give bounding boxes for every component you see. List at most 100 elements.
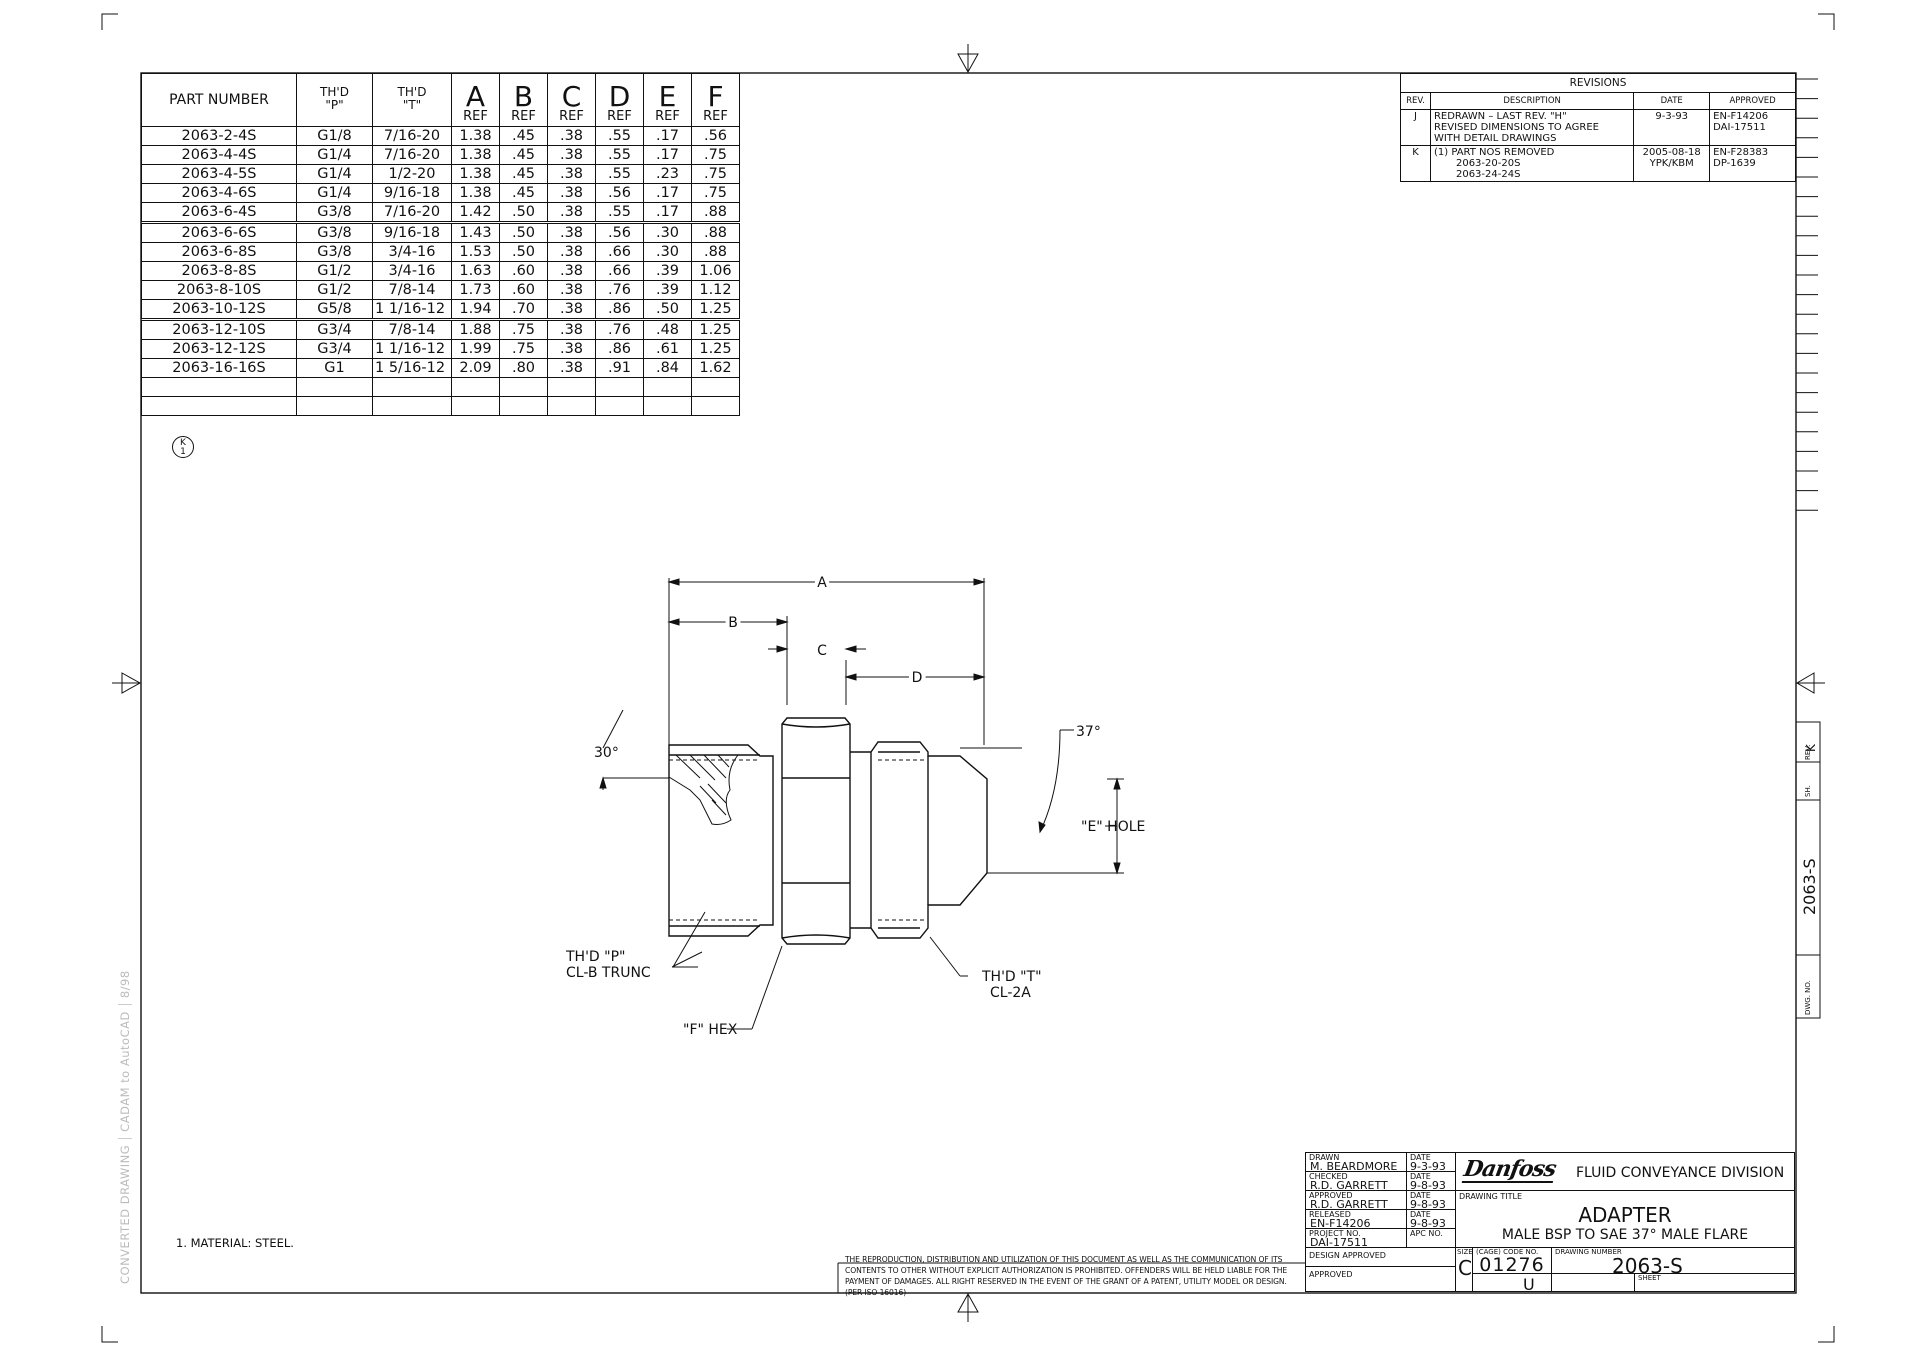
stamp-date: 8/98 [118,970,132,999]
header-thd-p-line1: TH'D [320,85,349,99]
rev-header-date: DATE [1633,92,1711,110]
table-cell: G1/4 [296,145,373,165]
table-cell: .38 [547,261,596,281]
table-cell [643,377,692,397]
table-cell [595,396,644,416]
checked-date-cell: DATE 9-8-93 [1406,1171,1456,1191]
rev-letter: J [1400,109,1431,146]
table-cell: .56 [691,126,740,146]
margin-ticks [1796,78,1818,511]
drawing-number-value: 2063-S [1612,1254,1683,1274]
table-cell: .61 [643,339,692,359]
table-cell: 7/8-14 [372,319,452,340]
table-cell: G1/2 [296,261,373,281]
legal-notice: THE REPRODUCTION, DISTRIBUTION AND UTILI… [845,1255,1288,1297]
table-cell: .45 [499,183,548,203]
table-cell: 7/8-14 [372,280,452,300]
revision-row-k: K (1) PART NOS REMOVED 2063-20-20S 2063-… [1400,145,1796,182]
table-cell: .55 [595,202,644,223]
table-cell: 1.25 [691,299,740,320]
table-cell [547,377,596,397]
table-cell: 9/16-18 [372,183,452,203]
table-cell: 3/4-16 [372,242,452,262]
table-cell: .70 [499,299,548,320]
header-thd-p-line2: "P" [325,98,344,112]
adapter-body [668,717,988,945]
revision-marker-letter: K [180,438,186,448]
table-cell: .88 [691,202,740,223]
table-cell: .45 [499,164,548,184]
header-dim-d-ref: REF [607,109,632,124]
table-cell: 1.62 [691,358,740,378]
side-sh-label: SH. [1804,785,1812,797]
table-cell: G1/4 [296,164,373,184]
part-number-cell: 2063-10-12S [141,299,297,320]
crop-marks [101,13,1835,1343]
table-cell: 1.12 [691,280,740,300]
table-cell [691,396,740,416]
division-name: FLUID CONVEYANCE DIVISION [1576,1165,1785,1181]
revisions-title: REVISIONS [1400,73,1796,93]
approved-date: 9-8-93 [1410,1198,1446,1210]
danfoss-logo: Danfoss [1461,1156,1558,1183]
table-cell [643,396,692,416]
part-number-cell: 2063-6-6S [141,222,297,243]
table-cell: 9/16-18 [372,222,452,243]
table-cell [451,377,500,397]
table-cell: G3/8 [296,202,373,223]
table-cell: .66 [595,242,644,262]
table-cell: 7/16-20 [372,145,452,165]
side-dwg-value: 2063-S [1800,858,1819,915]
part-number-cell: 2063-6-8S [141,242,297,262]
table-cell: .23 [643,164,692,184]
table-cell: .48 [643,319,692,340]
rev-approved-line: EN-F28383 [1713,147,1769,158]
checked-value: R.D. GARRETT [1310,1179,1388,1191]
cage-label: (CAGE) CODE NO. [1476,1248,1539,1256]
part-number-cell: 2063-8-8S [141,261,297,281]
released-date: 9-8-93 [1410,1217,1446,1229]
rev-description-line: (1) PART NOS REMOVED [1433,147,1555,158]
table-cell: .88 [691,222,740,243]
table-cell: 1.38 [451,126,500,146]
table-cell: .39 [643,280,692,300]
drawing-number-label: DRAWING NUMBER [1555,1248,1622,1256]
approved-bottom-label: APPROVED [1309,1270,1353,1279]
approved-label: APPROVED [1309,1191,1353,1200]
extension-lines [603,578,1124,874]
revision-row-j: J REDRAWN – LAST REV. "H" REVISED DIMENS… [1400,109,1796,146]
table-cell: .60 [499,261,548,281]
approved-date-label: DATE [1410,1191,1431,1200]
center-markers [112,44,1825,1322]
side-dwg-label: DWG. NO. [1804,980,1812,1015]
table-cell: 1/2-20 [372,164,452,184]
released-date-label: DATE [1410,1210,1431,1219]
table-cell: G1/8 [296,126,373,146]
table-cell: .38 [547,358,596,378]
title-block: DRAWN M. BEARDMORE DATE 9-3-93 CHECKED R… [1305,1152,1795,1292]
table-cell: 7/16-20 [372,202,452,223]
table-cell: .55 [595,164,644,184]
section-hatch [668,754,740,825]
table-cell [547,396,596,416]
rev-approved-line: DP-1639 [1713,158,1756,169]
table-cell: .76 [595,280,644,300]
table-row [141,377,740,397]
sheet-extra-value: U [1523,1275,1535,1292]
rev-date: 2005-08-18 YPK/KBM [1633,145,1711,182]
table-cell: .17 [643,126,692,146]
part-number-cell: 2063-16-16S [141,358,297,378]
rev-description: REDRAWN – LAST REV. "H" REVISED DIMENSIO… [1429,109,1635,146]
rev-description-line: 2063-24-24S [1455,169,1521,180]
part-number-cell: 2063-12-10S [141,319,297,340]
header-dim-f-letter: F [707,80,724,113]
table-cell: .66 [595,261,644,281]
rev-date-line: YPK/KBM [1649,158,1694,169]
dim-a-label: A [817,575,827,591]
